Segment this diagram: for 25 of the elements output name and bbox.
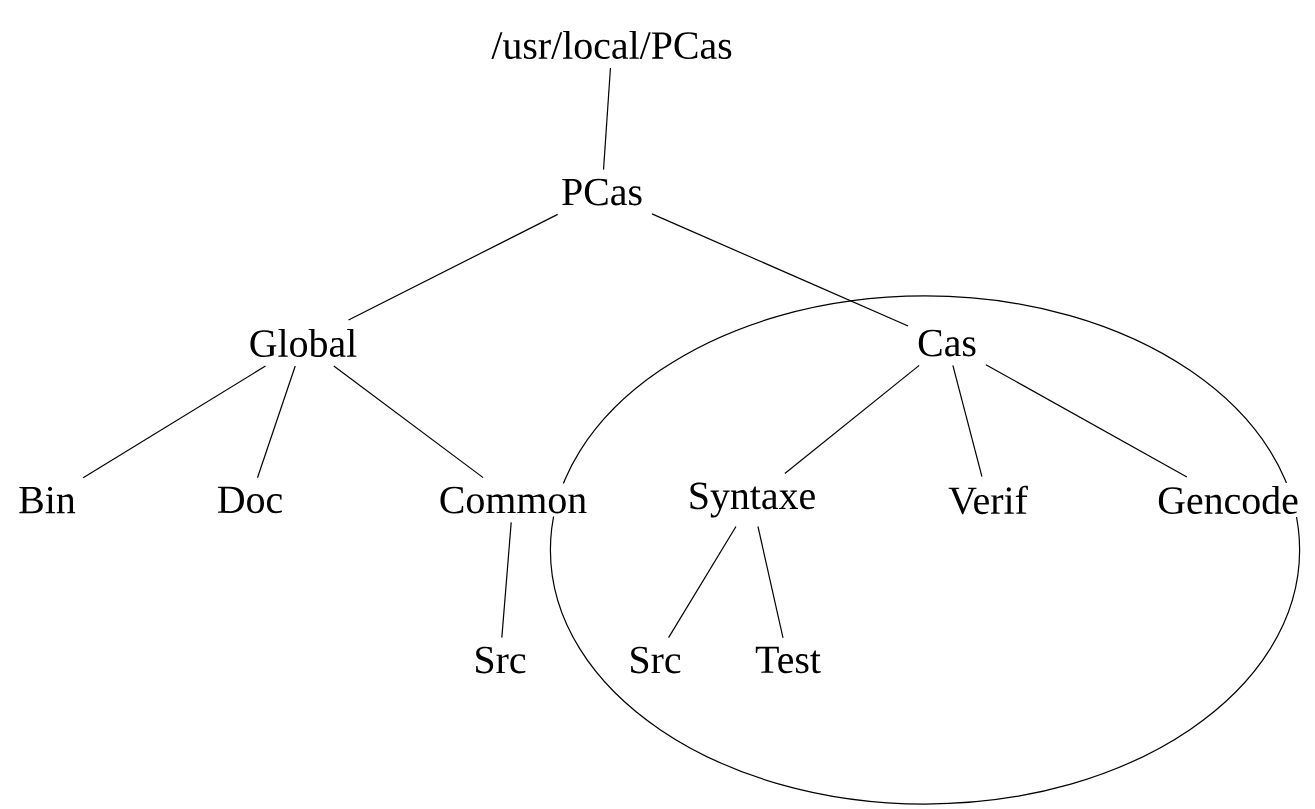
tree-line <box>952 364 983 478</box>
tree-line <box>757 525 784 639</box>
tree-line <box>602 67 612 171</box>
folder-label: Common <box>435 483 591 517</box>
tree-line <box>668 525 737 639</box>
folder-label: Syntaxe <box>684 479 820 521</box>
folder-label: Src <box>470 643 530 677</box>
tree-line <box>651 213 909 327</box>
tree-line <box>985 364 1188 478</box>
tree-line <box>347 213 559 321</box>
tree-line <box>784 364 920 475</box>
folder-label: /usr/local/PCas <box>488 28 736 62</box>
folder-label: Verif <box>945 482 1031 518</box>
folder-label: Cas <box>914 326 980 360</box>
folder-label: Bin <box>15 483 79 517</box>
folder-label: Global <box>245 326 361 360</box>
folder-label: Src <box>625 643 685 677</box>
tree-line <box>333 365 484 479</box>
folder-label: PCas <box>558 175 646 209</box>
tree-line <box>501 521 512 639</box>
folder-label: Doc <box>213 483 287 517</box>
tree-line <box>82 365 267 479</box>
folder-label: Gencode <box>1154 483 1302 518</box>
folder-label: Test <box>752 643 824 677</box>
tree-line <box>256 365 296 479</box>
